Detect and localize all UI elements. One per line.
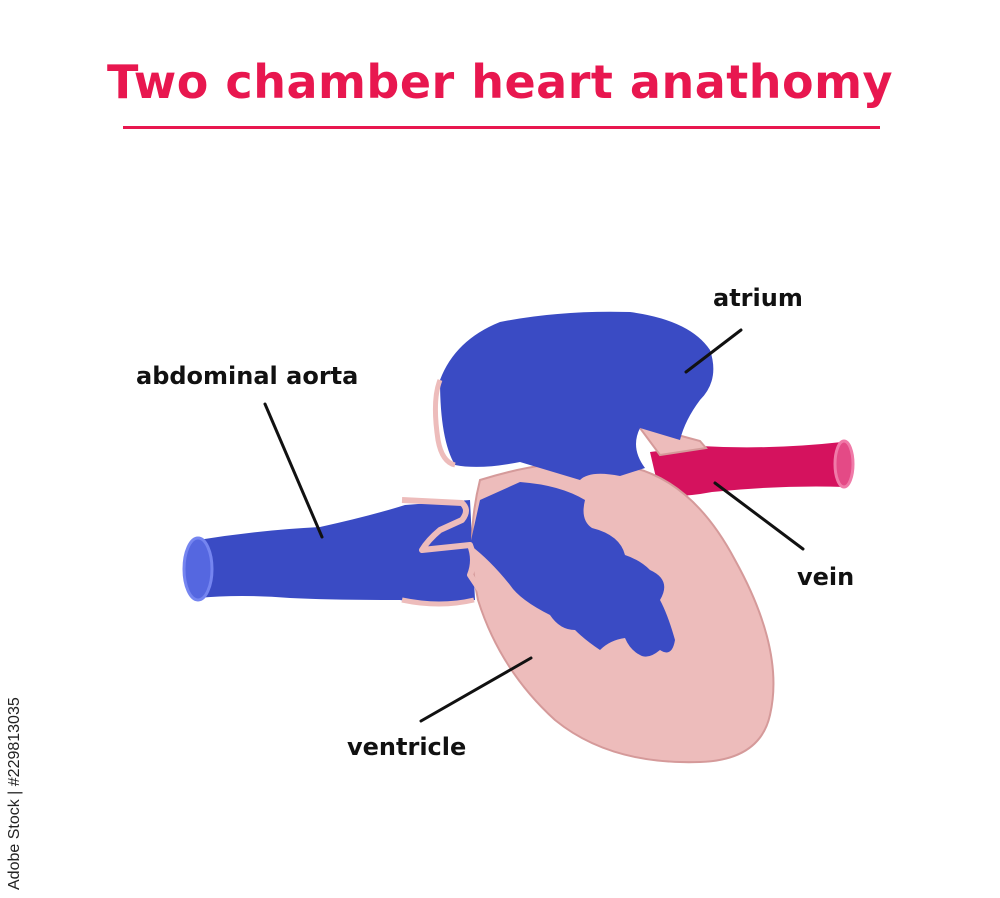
pointer-atrium [684,328,743,374]
atrium-shape [432,311,714,480]
diagram-title: Two chamber heart anathomy [106,55,893,109]
label-atrium: atrium [713,284,803,312]
pointer-aorta [263,402,324,539]
label-ventricle: ventricle [347,733,467,761]
stock-image-id: Adobe Stock | #229813035 [6,697,23,890]
ventricle-cavity [470,482,675,657]
valve-flap [401,497,483,607]
label-abdominal-aorta: abdominal aorta [136,362,359,390]
title-underline [123,126,880,129]
pointer-vein [713,481,805,551]
pointer-lines [263,328,805,723]
label-vein: vein [797,563,855,591]
pointer-ventricle [419,656,533,723]
aorta-shape [182,500,475,603]
